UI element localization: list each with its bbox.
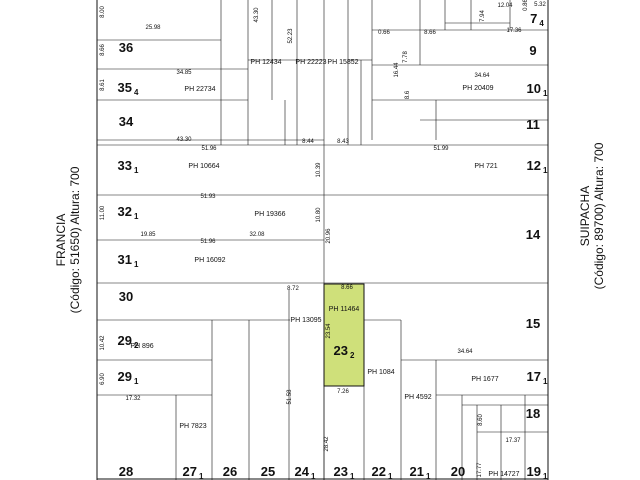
lot-number: 14 <box>526 227 541 242</box>
dimension-label: 52.23 <box>288 28 294 44</box>
street-name: FRANCIA <box>54 213 68 267</box>
dimension-label: 17.32 <box>125 396 141 402</box>
street-label-francia: FRANCIA (Código: 51650) Altura: 700 <box>54 167 82 314</box>
lot-number: 20 <box>451 464 465 479</box>
dimension-label: 23.54 <box>326 323 332 339</box>
ph-label: PH 4592 <box>404 394 431 401</box>
dimension-label: 8.6 <box>405 90 411 99</box>
ph-label: PH 7823 <box>179 423 206 430</box>
lot-number: 15 <box>526 316 540 331</box>
dimension-label: 8.43 <box>337 139 349 145</box>
ph-label: PH 1677 <box>471 376 498 383</box>
dimension-label: 0.66 <box>378 30 390 36</box>
dimension-label: 17.37 <box>505 438 521 444</box>
dimension-label: 8.61 <box>100 79 106 91</box>
dimension-label: 25.98 <box>145 25 161 31</box>
lot-number: 36 <box>119 40 133 55</box>
ph-label: PH 15852 <box>327 59 358 66</box>
dimension-label: 0.86 <box>523 0 529 11</box>
dimension-label: 7.94 <box>480 10 486 22</box>
lot-number: 11 <box>526 117 540 132</box>
street-code: (Código: 89700) Altura: 700 <box>592 142 606 290</box>
dimension-label: 34.85 <box>176 70 192 76</box>
ph-label: PH 13095 <box>290 317 321 324</box>
dimension-label: 10.42 <box>100 335 106 351</box>
dimension-label: 8.66 <box>100 44 106 56</box>
lot-number: 30 <box>119 289 133 304</box>
dimension-label: 10.39 <box>316 162 322 178</box>
lot-number: 26 <box>223 464 237 479</box>
street-name: SUIPACHA <box>578 185 592 247</box>
ph-label: PH 11464 <box>329 306 360 313</box>
dimension-label: 51.58 <box>287 389 293 405</box>
lot-number: 34 <box>119 114 134 129</box>
ph-label: PH 22734 <box>184 86 215 93</box>
ph-label: PH 12434 <box>250 59 281 66</box>
dimension-label: 32.08 <box>249 232 265 238</box>
dimension-label: 43.30 <box>176 137 192 143</box>
dimension-label: 34.64 <box>474 73 490 79</box>
dimension-label: 34.64 <box>457 349 473 355</box>
dimension-label: 8.66 <box>341 285 353 291</box>
dimension-label: 8.66 <box>424 30 436 36</box>
dimension-label: 20.96 <box>326 228 332 244</box>
dimension-label: 19.85 <box>140 232 156 238</box>
street-label-suipacha: SUIPACHA (Código: 89700) Altura: 700 <box>578 143 606 290</box>
highlighted-lot <box>323 283 365 387</box>
dimension-label: 51.99 <box>433 146 449 152</box>
dimension-label: 28.42 <box>324 436 330 452</box>
ph-label: PH 10664 <box>188 163 219 170</box>
dimension-label: 51.96 <box>201 146 217 152</box>
dimension-label: 7.78 <box>403 51 409 63</box>
ph-label: PH 16092 <box>194 257 225 264</box>
dimension-label: 17.36 <box>506 28 522 34</box>
dimension-label: 6.90 <box>100 373 106 385</box>
dimension-label: 8.60 <box>478 414 484 426</box>
ph-label: PH 721 <box>474 163 497 170</box>
lot-number: 18 <box>526 406 540 421</box>
dimension-label: 43.30 <box>254 7 260 23</box>
ph-label: PH 20409 <box>462 85 493 92</box>
ph-label: PH 1084 <box>367 369 394 376</box>
dimension-label: 16.44 <box>394 62 400 78</box>
ph-label: PH 19366 <box>254 211 285 218</box>
dimension-label: 10.80 <box>316 207 322 223</box>
ph-label: PH 22223 <box>295 59 326 66</box>
dimension-label: 11.00 <box>100 205 106 220</box>
lot-number: 28 <box>119 464 133 479</box>
dimension-label: 7.26 <box>337 389 349 395</box>
dimension-label: 17.77 <box>477 462 483 478</box>
dimension-label: 8.72 <box>287 286 299 292</box>
dimension-label: 51.96 <box>200 239 216 245</box>
dimension-label: 5.32 <box>534 2 546 8</box>
ph-label: PH 14727 <box>488 471 519 478</box>
dimension-label: 8.00 <box>100 6 106 18</box>
lot-number: 9 <box>529 43 536 58</box>
street-code: (Código: 51650) Altura: 700 <box>68 166 82 314</box>
dimension-label: 51.93 <box>200 194 216 200</box>
dimension-label: 12.04 <box>497 3 513 9</box>
ph-label: PH 896 <box>130 343 153 350</box>
dimension-label: 8.44 <box>302 139 314 145</box>
lot-number: 25 <box>261 464 275 479</box>
